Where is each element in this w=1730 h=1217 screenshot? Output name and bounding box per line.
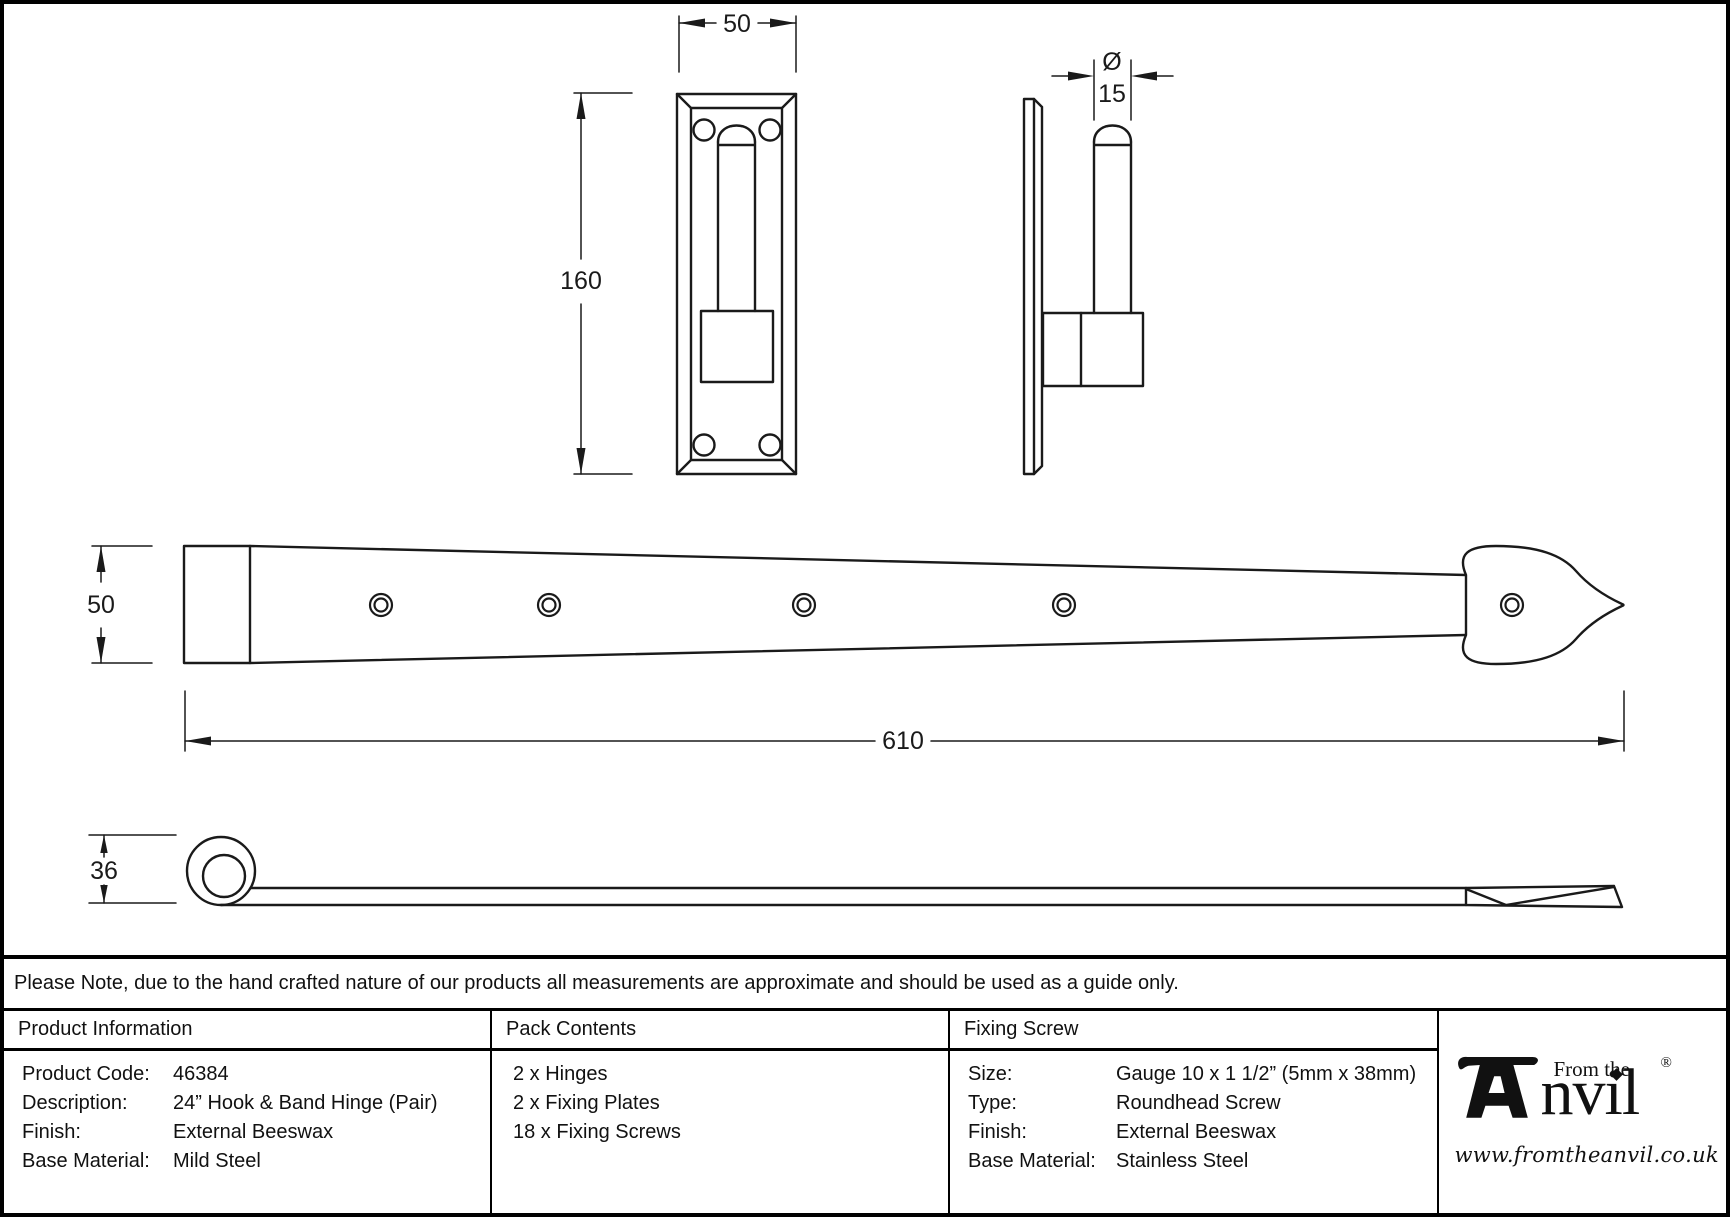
dim-label-band-width: 50 [87, 591, 115, 619]
band-screw-hole [791, 592, 817, 618]
dim-label-plate-height: 160 [560, 267, 602, 295]
pack-item: 18 x Fixing Screws [513, 1121, 681, 1143]
row-value: 24” Hook & Band Hinge (Pair) [173, 1092, 438, 1114]
row-label: Finish: [968, 1121, 1027, 1143]
table-row: Base Material: Stainless Steel [968, 1147, 1427, 1176]
row-label: Type: [968, 1092, 1017, 1114]
dim-plate-height [573, 92, 633, 475]
table-row: Product Code: 46384 [22, 1060, 480, 1089]
band-screw-hole [536, 592, 562, 618]
row-value: Roundhead Screw [1116, 1092, 1281, 1114]
logo-brand-text: nvil [1540, 1056, 1641, 1129]
screw-hole [758, 433, 782, 457]
pin-dome-side [1092, 124, 1133, 144]
anvil-icon [1457, 1056, 1538, 1118]
spear-head [1461, 544, 1625, 666]
measurement-note-row: Please Note, due to the hand crafted nat… [4, 955, 1726, 1008]
pack-item: 2 x Fixing Plates [513, 1092, 660, 1114]
table-row: Description: 24” Hook & Band Hinge (Pair… [22, 1089, 480, 1118]
logo-website-url: www.fromtheanvil.co.uk [1454, 1143, 1719, 1167]
table-row: Finish: External Beeswax [22, 1118, 480, 1147]
row-value: External Beeswax [173, 1121, 334, 1143]
row-value: External Beeswax [1116, 1121, 1277, 1143]
fixing-plate-side-view [1022, 97, 1145, 476]
dim-label-plate-width: 50 [723, 10, 751, 38]
spear-screw-hole [1499, 592, 1525, 618]
spear-tip-chamfer [1464, 885, 1616, 907]
table-row: Base Material: Mild Steel [22, 1147, 480, 1176]
pack-item: 2 x Hinges [513, 1063, 608, 1085]
band-hinge-edge-view [185, 835, 1624, 909]
band-hinge-face-view [182, 544, 1625, 666]
table-row: Finish: External Beeswax [968, 1118, 1427, 1147]
header-fixing-screw: Fixing Screw [950, 1011, 1439, 1051]
pin-block-side [1041, 311, 1145, 388]
band-screw-hole [368, 592, 394, 618]
dim-pin-diameter [1051, 59, 1174, 121]
header-product-information: Product Information [4, 1011, 492, 1051]
row-value: Gauge 10 x 1 1/2” (5mm x 38mm) [1116, 1063, 1417, 1085]
from-the-anvil-logo: From the nvil ® www.fromtheanvil.co.uk [1454, 1047, 1719, 1177]
fixing-screw-cell: Size: Gauge 10 x 1 1/2” (5mm x 38mm) Typ… [950, 1051, 1439, 1213]
brand-logo-cell: From the nvil ® www.fromtheanvil.co.uk [1439, 1011, 1726, 1213]
row-label: Finish: [22, 1121, 81, 1143]
row-label: Base Material: [22, 1150, 150, 1172]
dim-label-band-length: 610 [882, 727, 924, 755]
table-row: Type: Roundhead Screw [968, 1089, 1427, 1118]
row-value: 46384 [173, 1063, 229, 1085]
technical-drawing-area: 50 160 [4, 4, 1726, 955]
row-value: Stainless Steel [1116, 1150, 1249, 1172]
hinge-technical-drawing: 50 160 [87, 10, 1625, 909]
dim-band-length [184, 690, 1625, 752]
row-label: Description: [22, 1092, 128, 1114]
pin-dome [716, 124, 757, 144]
dim-label-eye-height: 36 [90, 857, 118, 885]
measurement-note-text: Please Note, due to the hand crafted nat… [14, 972, 1179, 994]
row-value: Mild Steel [173, 1150, 261, 1172]
header-pack-contents: Pack Contents [492, 1011, 950, 1051]
dim-band-width [91, 545, 153, 664]
dim-label-pin-dia-symbol: Ø [1102, 48, 1121, 76]
screw-hole [692, 433, 716, 457]
row-label: Size: [968, 1063, 1013, 1085]
row-label: Base Material: [968, 1150, 1096, 1172]
spec-table: Product Information Pack Contents Fixing… [4, 1008, 1726, 1213]
fixing-plate-front-view [675, 92, 798, 476]
dim-plate-width [678, 15, 797, 73]
screw-hole [758, 118, 782, 142]
band-screw-hole [1051, 592, 1077, 618]
product-information-cell: Product Code: 46384 Description: 24” Hoo… [4, 1051, 492, 1213]
table-row: Size: Gauge 10 x 1 1/2” (5mm x 38mm) [968, 1060, 1427, 1089]
dim-eye-height [88, 834, 177, 904]
row-label: Product Code: [22, 1063, 150, 1085]
band-cup-section [182, 544, 252, 665]
screw-hole [692, 118, 716, 142]
registered-trademark-symbol: ® [1660, 1055, 1672, 1071]
dim-label-pin-dia: 15 [1098, 80, 1126, 108]
pack-contents-cell: 2 x Hinges 2 x Fixing Plates 18 x Fixing… [492, 1051, 950, 1213]
pin-block [699, 309, 775, 384]
